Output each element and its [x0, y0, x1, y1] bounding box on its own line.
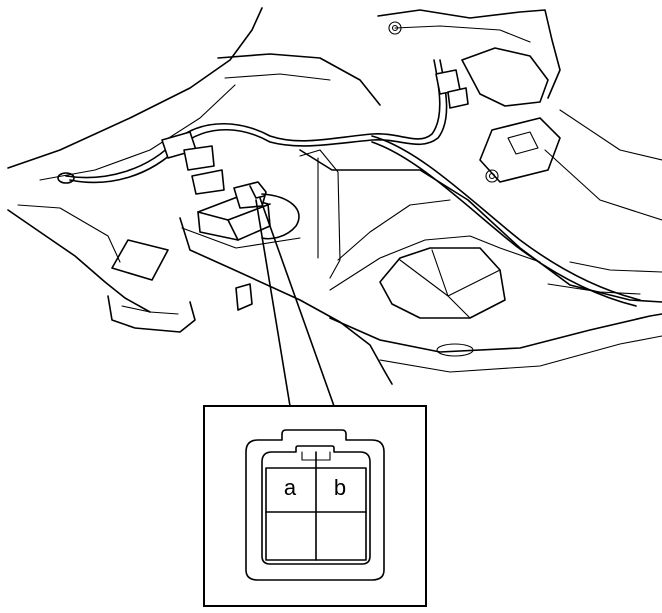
- vehicle-underbody-illustration: [7, 7, 662, 385]
- pin-b-label: b: [334, 475, 346, 500]
- connector-callout-box: a b: [203, 405, 427, 607]
- callout-leader-line: [255, 197, 335, 407]
- pin-a-label: a: [284, 475, 297, 500]
- connector-face: [245, 429, 385, 581]
